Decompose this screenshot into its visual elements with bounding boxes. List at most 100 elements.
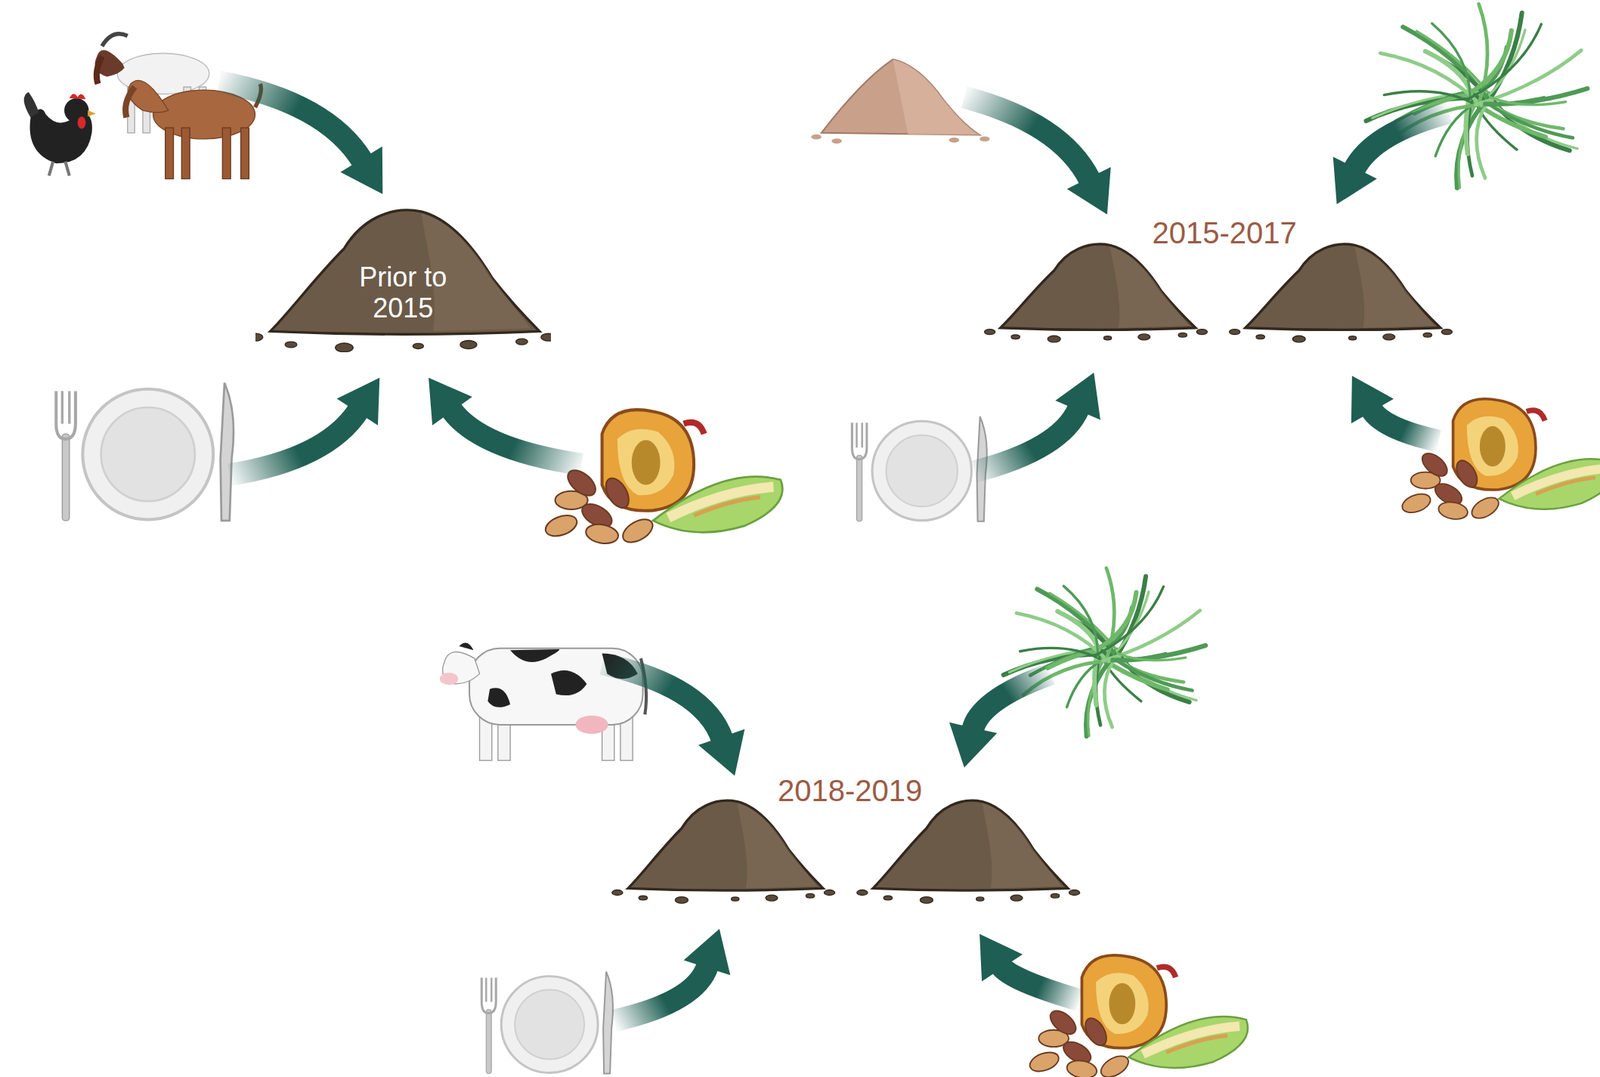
arrow-shaft (1354, 112, 1450, 171)
arrow-shaft (229, 410, 359, 475)
pile-shading (982, 802, 1062, 889)
arrow-shaft (964, 97, 1090, 180)
pile-crumb (459, 340, 477, 350)
illustration-part (601, 474, 635, 513)
illustration-part (683, 422, 705, 434)
chicken-goats (24, 34, 262, 180)
pile-crumb (638, 895, 647, 901)
arrow-head (1333, 157, 1378, 205)
arrow-shaft (451, 409, 582, 465)
illustration-part (501, 976, 598, 1074)
illustration-part (1049, 593, 1117, 650)
compost-pile-group (255, 210, 552, 353)
pile-crumb (1138, 334, 1151, 341)
period-label: 2015-2017 (1151, 215, 1297, 250)
illustration-part (485, 977, 487, 1003)
illustration-part (1466, 416, 1519, 477)
pile-crumb (412, 343, 424, 349)
illustration-part (1057, 611, 1099, 650)
flow-arrow (428, 377, 582, 465)
illustration-part (1468, 493, 1503, 523)
illustration-part (1097, 1052, 1133, 1077)
illustration-part (584, 522, 620, 546)
pile-crumb (1050, 893, 1059, 898)
pile-crumb (612, 889, 623, 895)
pile-crumb (1348, 336, 1356, 341)
arrow-shaft (972, 673, 1052, 730)
pile-crumb (805, 893, 814, 898)
illustration-part (514, 990, 585, 1060)
arrow-shaft (614, 965, 708, 1022)
pile-crumb (1229, 329, 1241, 335)
pile-crumb (1068, 889, 1080, 895)
illustration-part (96, 56, 103, 84)
pile-crumb (1011, 334, 1020, 340)
plate-icon (481, 971, 613, 1074)
illustration-part (1513, 468, 1600, 496)
illustration-part (1003, 653, 1118, 675)
compost-pile (628, 800, 824, 891)
flow-arrow (229, 377, 380, 475)
illustration-part (1489, 30, 1526, 96)
pile-crumb (540, 333, 551, 341)
compost-pile-group (984, 244, 1208, 343)
plate-icon (851, 416, 987, 522)
pile-crumb (1423, 332, 1432, 338)
pile-crumb (976, 897, 985, 901)
illustration-part (1063, 585, 1098, 657)
pile-shading (1109, 246, 1189, 329)
illustration-part (68, 390, 71, 424)
illustration-part (979, 136, 991, 143)
illustration-part (1117, 652, 1186, 660)
illustration-part (1100, 592, 1137, 647)
illustration-part (1452, 457, 1482, 492)
illustration-part (125, 86, 135, 118)
flow-arrow (602, 663, 746, 777)
illustration-part (1481, 89, 1579, 149)
illustration-part (128, 80, 169, 112)
pile-crumb (1196, 329, 1207, 335)
illustration-part (1095, 972, 1149, 1034)
illustration-part (1526, 410, 1545, 421)
illustration-part (1485, 88, 1588, 105)
illustration-part (1112, 645, 1206, 660)
pile-crumb (255, 333, 264, 341)
illustration-part (550, 670, 587, 696)
pile-crumb (674, 897, 688, 904)
illustration-part (82, 389, 214, 520)
compost-pile (269, 210, 539, 335)
pile-crumb (883, 895, 892, 901)
illustration-part (30, 108, 93, 164)
illustration-part (1535, 477, 1596, 495)
illustration-part (1417, 448, 1452, 481)
illustration-part (241, 127, 250, 180)
illustration-part (949, 137, 960, 143)
illustration-part (77, 116, 87, 129)
arrow-head (1067, 167, 1112, 215)
flow-arrow (219, 81, 383, 195)
compost-pile (1245, 244, 1441, 330)
illustration-part (481, 977, 496, 1014)
illustration-part (1383, 91, 1472, 103)
pile-crumb (919, 897, 933, 904)
illustration-part (1489, 96, 1566, 105)
illustration-part (1080, 1014, 1111, 1050)
arrow-shaft (974, 408, 1079, 472)
illustration-part (631, 439, 661, 485)
illustration-part (510, 649, 560, 663)
illustration-part (1046, 1005, 1081, 1039)
illustration-part (1399, 490, 1433, 517)
illustration-part (1166, 1035, 1228, 1053)
compost-pile-node: Prior to 2015 (255, 204, 552, 353)
illustration-part (1479, 426, 1506, 467)
arrow-head (683, 928, 731, 975)
illustration-part (49, 161, 53, 177)
compost-pile-group (857, 800, 1081, 904)
illustration-part (821, 59, 980, 136)
period-label: 2018-2019 (777, 773, 923, 808)
arrow-head (1055, 372, 1101, 420)
compost-pile-group (1229, 244, 1453, 343)
arrow-shaft (219, 81, 363, 161)
illustration-part (1437, 499, 1470, 521)
